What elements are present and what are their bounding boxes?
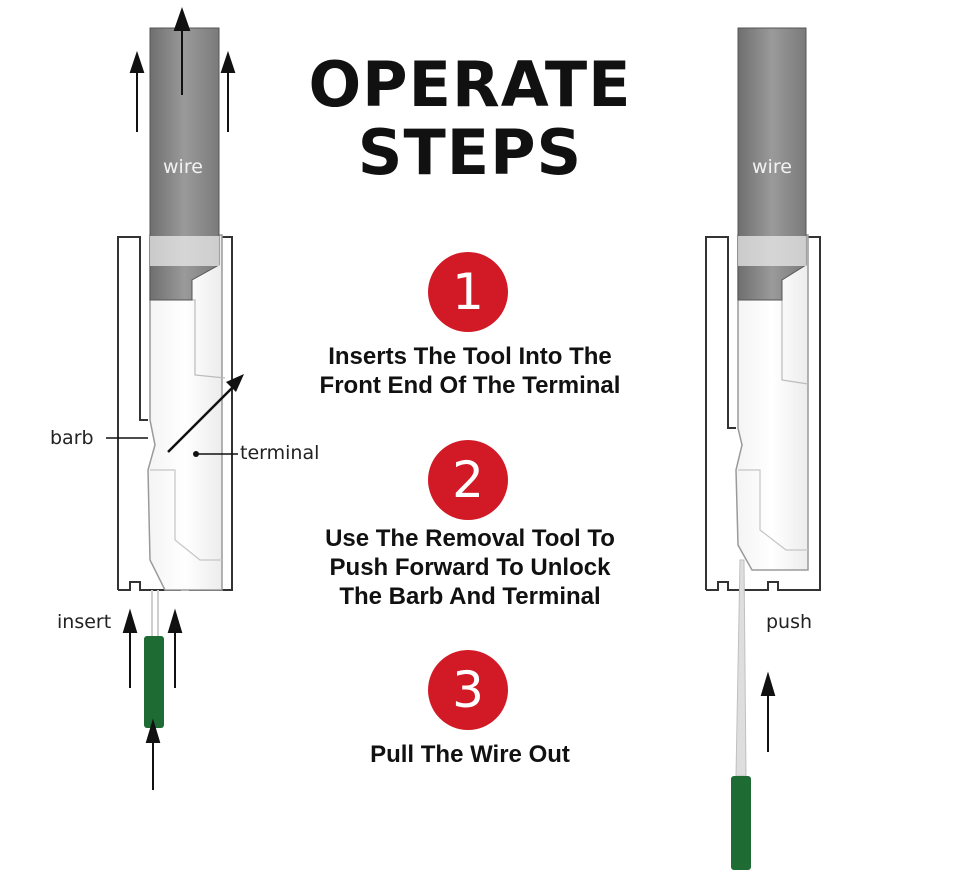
right-wire-label: wire [752, 156, 792, 178]
insert-direction-arrow [167, 374, 244, 453]
barb-label: barb [50, 427, 94, 449]
left-removal-tool [144, 636, 164, 728]
step-3-badge: 3 [428, 650, 508, 730]
left-wire-label: wire [163, 156, 203, 178]
step-2-badge: 2 [428, 440, 508, 520]
terminal-label: terminal [240, 442, 320, 464]
step-1-text: Inserts The Tool Into The Front End Of T… [250, 342, 690, 400]
right-wire [737, 27, 807, 301]
right-terminal [735, 234, 809, 571]
left-pull-arrows [129, 6, 236, 132]
step-1-line-2: Front End Of The Terminal [319, 372, 621, 399]
step-1-badge: 1 [428, 252, 508, 332]
left-diagram [106, 6, 244, 790]
left-terminal [147, 234, 223, 591]
title-line-2: STEPS [357, 116, 583, 189]
left-insert-arrows [122, 608, 183, 790]
title-line-1: OPERATE [308, 48, 632, 121]
left-wire [149, 27, 220, 301]
step-2-line-3: The Barb And Terminal [339, 583, 601, 610]
step-3-line-1: Pull The Wire Out [370, 741, 570, 768]
step-3-text: Pull The Wire Out [250, 740, 690, 769]
step-2-text: Use The Removal Tool To Push Forward To … [250, 524, 690, 611]
step-2-line-1: Use The Removal Tool To [325, 525, 615, 552]
step-1-line-1: Inserts The Tool Into The [328, 343, 612, 370]
right-housing [705, 236, 821, 591]
right-removal-tool [731, 776, 751, 870]
right-diagram [705, 27, 821, 870]
step-2-line-2: Push Forward To Unlock [329, 554, 611, 581]
push-label: push [766, 611, 813, 633]
push-arrow [760, 671, 776, 752]
insert-label: insert [57, 611, 112, 633]
